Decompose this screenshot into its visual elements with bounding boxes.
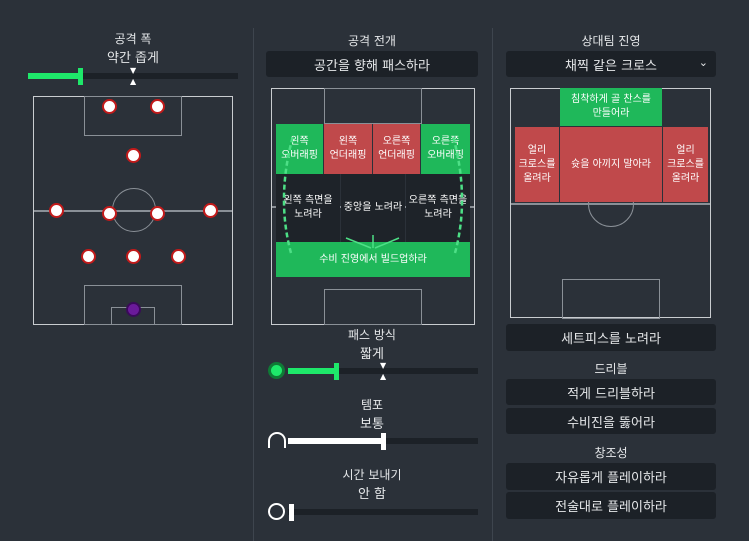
goalkeeper[interactable] [126, 302, 141, 317]
passing-value: 짧게 [360, 347, 384, 362]
zone-left-flank[interactable]: 왼쪽 측면을 노려라 [276, 174, 340, 242]
dribble-less-button[interactable]: 적게 드리블하라 [506, 379, 716, 405]
dropdown-label: 채찍 같은 크로스 [565, 58, 657, 74]
slider-handle[interactable] [334, 363, 339, 380]
divider [492, 28, 493, 541]
gauge-icon [268, 432, 286, 448]
set-pieces-button[interactable]: 세트피스를 노려라 [506, 324, 716, 351]
zone-left-overlap[interactable]: 왼쪽 오버래핑 [276, 124, 323, 174]
player[interactable] [102, 206, 117, 221]
tempo-value: 보통 [360, 417, 384, 432]
slider-handle[interactable] [78, 68, 83, 85]
player[interactable] [150, 206, 165, 221]
player[interactable] [203, 203, 218, 218]
zone-right-overlap[interactable]: 오른쪽 오버래핑 [421, 124, 470, 174]
player[interactable] [81, 249, 96, 264]
formation-pitch [33, 96, 233, 325]
stopwatch-icon [268, 503, 285, 520]
zone-composure[interactable]: 침착하게 골 찬스를 만들어라 [560, 88, 662, 126]
build-up-dropdown[interactable]: 공간을 향해 패스하라 [266, 51, 478, 77]
chevron-down-icon: ⌄ [698, 56, 708, 69]
player[interactable] [49, 203, 64, 218]
arrows [282, 135, 464, 254]
attack-width-title: 공격 폭 [114, 32, 152, 46]
be-disciplined-button[interactable]: 전술대로 플레이하라 [506, 492, 716, 519]
zone-early-cross-right[interactable]: 얼리 크로스를 올려라 [663, 127, 708, 202]
zone-left-underlap[interactable]: 왼쪽 언더래핑 [324, 124, 372, 174]
player[interactable] [126, 249, 141, 264]
zone-early-cross-left[interactable]: 얼리 크로스를 올려라 [515, 127, 559, 202]
divider [253, 28, 254, 541]
final-third-dropdown[interactable]: 채찍 같은 크로스 ⌄ [506, 51, 716, 77]
slider-handle[interactable] [289, 504, 294, 521]
zone-centre[interactable]: 중앙을 노려라 [341, 174, 405, 242]
build-up-title: 공격 전개 [348, 34, 396, 48]
slider-handle[interactable] [381, 433, 386, 450]
time-wasting-title: 시간 보내기 [342, 468, 402, 482]
player[interactable] [102, 99, 117, 114]
zone-shoot[interactable]: 슛을 아끼지 말아라 [560, 127, 662, 202]
zone-right-underlap[interactable]: 오른쪽 언더래핑 [373, 124, 420, 174]
final-third-pitch [510, 88, 711, 319]
player[interactable] [126, 148, 141, 163]
player[interactable] [171, 249, 186, 264]
run-at-defence-button[interactable]: 수비진을 뚫어라 [506, 408, 716, 434]
dribble-title: 드리블 [594, 362, 628, 376]
player[interactable] [150, 99, 165, 114]
final-third-title: 상대팀 진영 [581, 34, 641, 48]
tempo-title: 템포 [360, 398, 384, 412]
time-wasting-value: 안 함 [357, 487, 387, 502]
passing-title: 패스 방식 [348, 328, 396, 342]
be-expressive-button[interactable]: 자유롭게 플레이하라 [506, 463, 716, 490]
attack-width-value: 약간 좁게 [107, 51, 159, 66]
football-icon [268, 362, 285, 379]
creativity-title: 창조성 [594, 446, 628, 460]
zone-right-flank[interactable]: 오른쪽 측면을 노려라 [406, 174, 470, 242]
